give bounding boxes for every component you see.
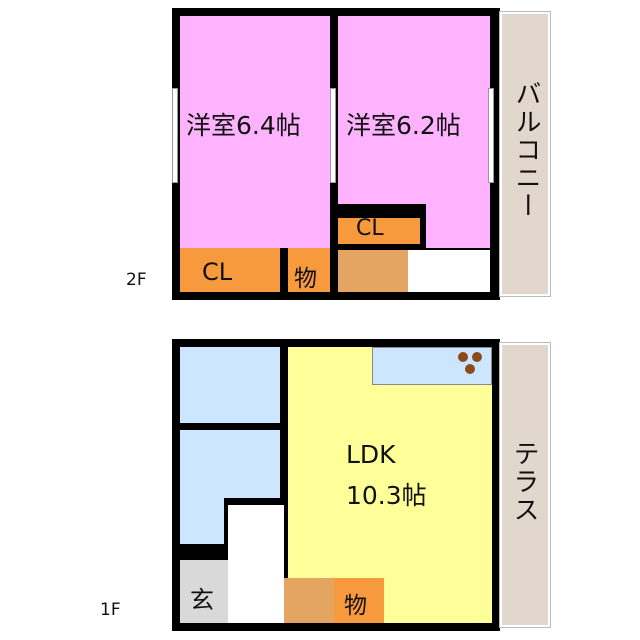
storage-2f bbox=[288, 248, 330, 292]
floor-2f: 洋室6.4帖 洋室6.2帖 CL CL 物 bbox=[172, 8, 500, 300]
room2-label: 洋室6.2帖 bbox=[346, 111, 461, 140]
closet2-label: CL bbox=[356, 216, 384, 241]
floor-2f-label: 2F bbox=[126, 270, 147, 290]
stairs-1f bbox=[284, 578, 334, 623]
ldk-label: LDK bbox=[346, 440, 396, 469]
closet-1 bbox=[180, 248, 280, 292]
toilet bbox=[180, 480, 224, 544]
ldk-room bbox=[288, 347, 492, 623]
entrance bbox=[180, 560, 228, 623]
storage1f-label: 物 bbox=[344, 593, 367, 619]
room1-label: 洋室6.4帖 bbox=[186, 111, 301, 140]
closet-2 bbox=[338, 218, 420, 244]
stove-icon bbox=[456, 352, 490, 380]
balcony-label: バルコニー bbox=[511, 80, 541, 220]
storage-1f bbox=[334, 578, 384, 623]
storage2f-label: 物 bbox=[294, 266, 317, 292]
stairs-2f bbox=[338, 250, 408, 292]
ldk-size-label: 10.3帖 bbox=[346, 481, 427, 510]
entrance-label: 玄 bbox=[190, 586, 214, 614]
floor-1f-label: 1F bbox=[100, 600, 121, 620]
closet1-label: CL bbox=[202, 258, 233, 286]
western-room-1 bbox=[180, 16, 330, 248]
bathroom bbox=[180, 347, 280, 423]
balcony bbox=[499, 11, 551, 297]
terrace-label: テラス bbox=[509, 440, 539, 524]
terrace bbox=[499, 342, 551, 628]
